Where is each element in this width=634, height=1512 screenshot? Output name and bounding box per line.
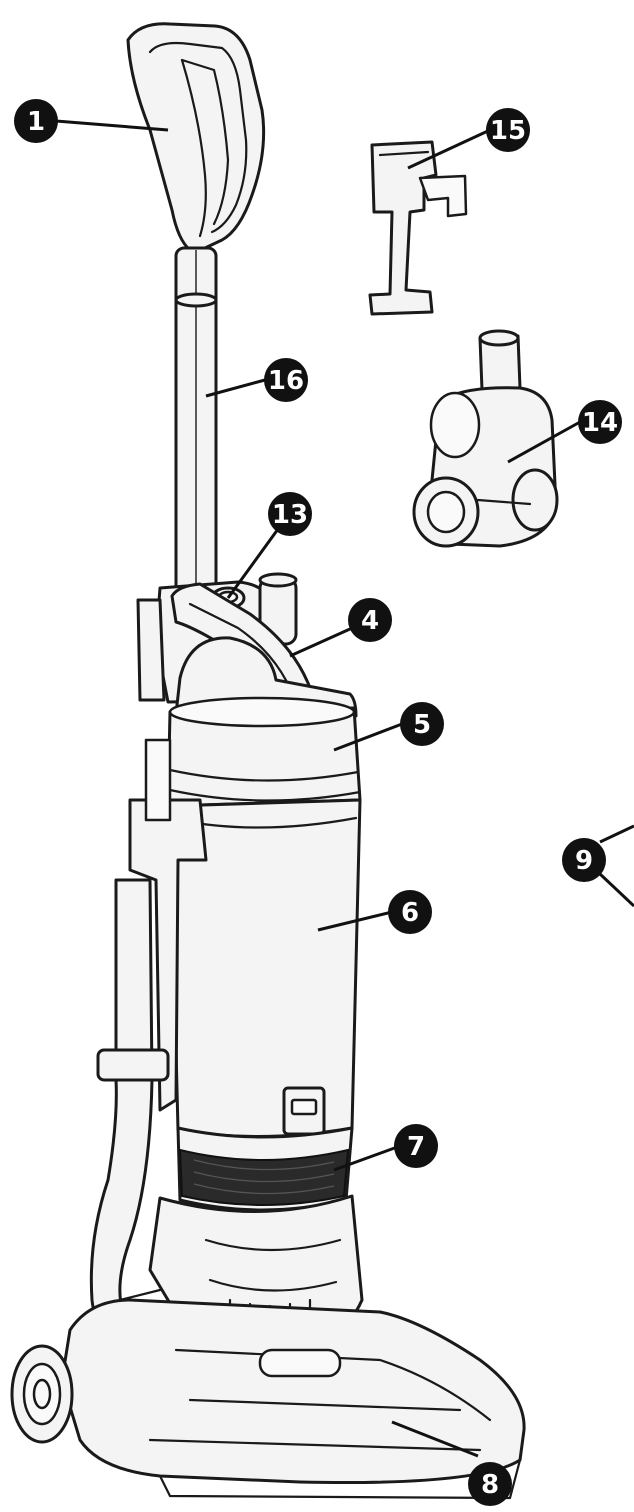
callout-14: 14 [578, 400, 622, 444]
callout-9: 9 [562, 838, 606, 882]
handle [126, 22, 266, 252]
leader-line-13 [226, 517, 288, 599]
accessory-clip [368, 140, 468, 316]
callout-15: 15 [486, 108, 530, 152]
leader-line-9b [598, 872, 634, 908]
rear-wheel [10, 1344, 74, 1444]
leader-line-6 [317, 910, 393, 932]
pet-turbo-tool [412, 329, 559, 548]
callout-5: 5 [400, 702, 444, 746]
svg-text:14: 14 [582, 408, 618, 438]
leader-line-16 [205, 378, 266, 398]
svg-text:6: 6 [401, 898, 419, 928]
wand-tube [174, 246, 218, 600]
leader-line-1 [55, 119, 169, 132]
bin-top-ring [166, 696, 362, 808]
callout-6: 6 [388, 890, 432, 934]
leader-line-14 [507, 420, 581, 464]
svg-text:5: 5 [413, 710, 431, 740]
leader-line-8 [391, 1420, 479, 1458]
rear-body [128, 598, 208, 1112]
leader-line-7 [333, 1144, 401, 1172]
svg-text:16: 16 [268, 366, 304, 396]
filter-ring [176, 1126, 354, 1212]
leader-line-15 [407, 128, 491, 170]
leader-line-9a [599, 824, 634, 844]
svg-text:7: 7 [407, 1132, 425, 1162]
svg-text:8: 8 [481, 1470, 499, 1500]
svg-text:13: 13 [272, 500, 308, 530]
callout-13: 13 [268, 492, 312, 536]
svg-text:15: 15 [490, 116, 526, 146]
callout-8: 8 [468, 1462, 512, 1506]
callout-7: 7 [394, 1124, 438, 1168]
svg-text:4: 4 [361, 606, 379, 636]
callout-1: 1 [14, 99, 58, 143]
leader-line-5 [333, 722, 403, 752]
floor-head [60, 1298, 526, 1500]
callout-4: 4 [348, 598, 392, 642]
svg-text:1: 1 [27, 107, 45, 137]
svg-text:9: 9 [575, 846, 593, 876]
cyclone-dome [174, 636, 358, 718]
callout-16: 16 [264, 358, 308, 402]
